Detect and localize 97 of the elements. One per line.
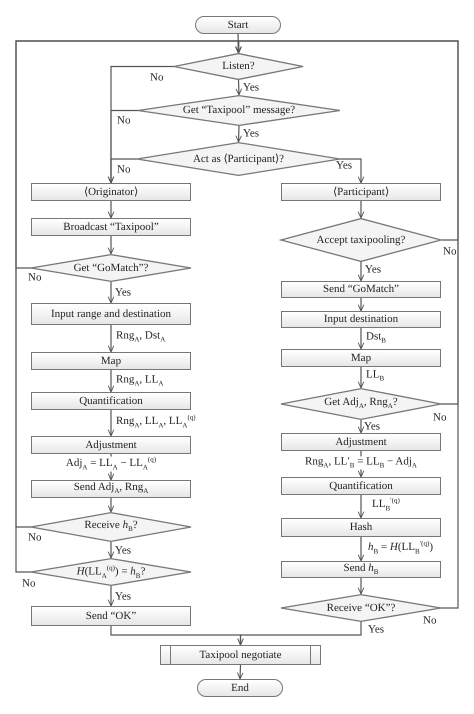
node-text: Map [100, 356, 122, 366]
node-text: Map [350, 352, 372, 364]
node-text: Accept taxipooling? [316, 234, 406, 246]
edge-label: Yes [364, 422, 380, 432]
node-text: Input destination [324, 314, 398, 325]
node-text: ⟨Participant⟩ [333, 186, 389, 198]
edge-label: Rng$_{A}$, LL$_{A}$ [116, 374, 164, 388]
arrow [108, 542, 114, 558]
arrow [358, 420, 364, 434]
edge-label: Rng$_{A}$, LL′$_{B}$ = LL$_{B}$ − Adj$_{A}$ [304, 456, 418, 470]
arrow [108, 236, 114, 254]
arrow [108, 498, 114, 512]
arrow [358, 367, 364, 388]
node-text: Listen? [222, 61, 255, 72]
edge-label: h$_{B}$ = H(LL$_{B}$$^{′(q)}$) [368, 540, 433, 556]
arrow [358, 495, 364, 518]
process-box [281, 518, 441, 537]
arrow [358, 262, 364, 282]
node-text: Act as ⟨Participant⟩? [192, 154, 284, 164]
edge-label: No [117, 116, 130, 126]
node-text: ⟨Originator⟩ [84, 186, 138, 198]
process-box [31, 436, 191, 454]
edge-label: Yes [365, 264, 382, 276]
node-text: Taxipool negotiate [199, 650, 282, 660]
node-text: Adjustment [335, 436, 387, 448]
node-text: H(LL$_{A}$$^{(q)}$) = h$_{B}$? [76, 564, 146, 580]
process-box [31, 303, 191, 325]
node-text: Receive “OK”? [326, 602, 396, 614]
arrow [235, 34, 242, 54]
process-box [31, 392, 191, 410]
process-box [31, 183, 191, 201]
process-box [31, 352, 191, 370]
arrow [235, 126, 242, 142]
process-box [281, 349, 441, 367]
terminal-box [195, 16, 281, 34]
node-text: Send “OK” [86, 610, 136, 622]
node-text: Input range and destination [50, 308, 172, 320]
edge-label: Rng$_{A}$, Dst$_{A}$ [116, 330, 166, 344]
arrow [108, 586, 114, 606]
node-text: Send “GoMatch” [322, 284, 400, 295]
edge-label: Yes [115, 546, 132, 556]
process-box [31, 606, 191, 626]
node-text: Quantification [79, 396, 143, 406]
node-text: Start [228, 20, 248, 30]
node-text: End [231, 682, 249, 694]
edge-label: No [423, 616, 436, 626]
arrow [358, 537, 364, 562]
node-text: Broadcast “Taxipool” [63, 222, 159, 232]
process-box [281, 183, 441, 201]
edge-label: No [433, 412, 446, 424]
arrow [358, 201, 364, 218]
edge-label: No [443, 246, 456, 258]
arrow [108, 410, 114, 436]
arrow [236, 80, 242, 96]
arrow [358, 328, 364, 350]
arrow [108, 370, 114, 392]
arrow [236, 664, 244, 680]
edge-label: Dst$_{B}$ [366, 331, 386, 345]
node-text: Quantification [329, 480, 393, 492]
arrow [108, 158, 137, 184]
arrow [237, 622, 362, 646]
edge-label: No [28, 532, 42, 544]
arrow [108, 282, 114, 304]
node-text: Get Adj$_{A}$, Rng$_{A}$? [324, 397, 398, 411]
node-text: Receive h$_{B}$? [84, 520, 138, 534]
terminal-box [197, 679, 283, 697]
edge-label: Yes [115, 592, 132, 602]
node-text: Send h$_{B}$ [344, 562, 378, 576]
arrow [358, 298, 364, 312]
edge-label: LL$_{B}$ [366, 369, 384, 383]
edge-label: Yes [243, 128, 260, 140]
arrow [358, 578, 364, 594]
edge-label: Yes [368, 624, 384, 636]
edge-label: Yes [336, 160, 352, 172]
edge-label: No [117, 164, 130, 176]
edge-label: No [22, 578, 36, 590]
process-box [281, 311, 441, 328]
edge-label: No [28, 272, 42, 284]
process-box [281, 477, 441, 495]
edge-label: No [150, 72, 164, 84]
arrow [108, 201, 114, 218]
node-text: Send Adj$_{A}$, Rng$_{A}$ [74, 482, 148, 496]
process-box [281, 281, 441, 298]
node-text: Get “GoMatch”? [74, 262, 148, 274]
arrow [340, 158, 364, 184]
edge-label: Yes [115, 288, 132, 298]
node-text: Adjustment [85, 440, 137, 450]
process-box [31, 480, 191, 498]
arrow [235, 40, 459, 609]
predefined-process-box [160, 645, 321, 665]
edge-label: Yes [243, 82, 260, 94]
process-box [281, 561, 441, 578]
process-box [31, 218, 191, 236]
node-text: Get “Taxipool” message? [182, 105, 296, 116]
arrow [108, 325, 114, 352]
process-box [281, 433, 441, 451]
node-text: Hash [350, 522, 372, 533]
